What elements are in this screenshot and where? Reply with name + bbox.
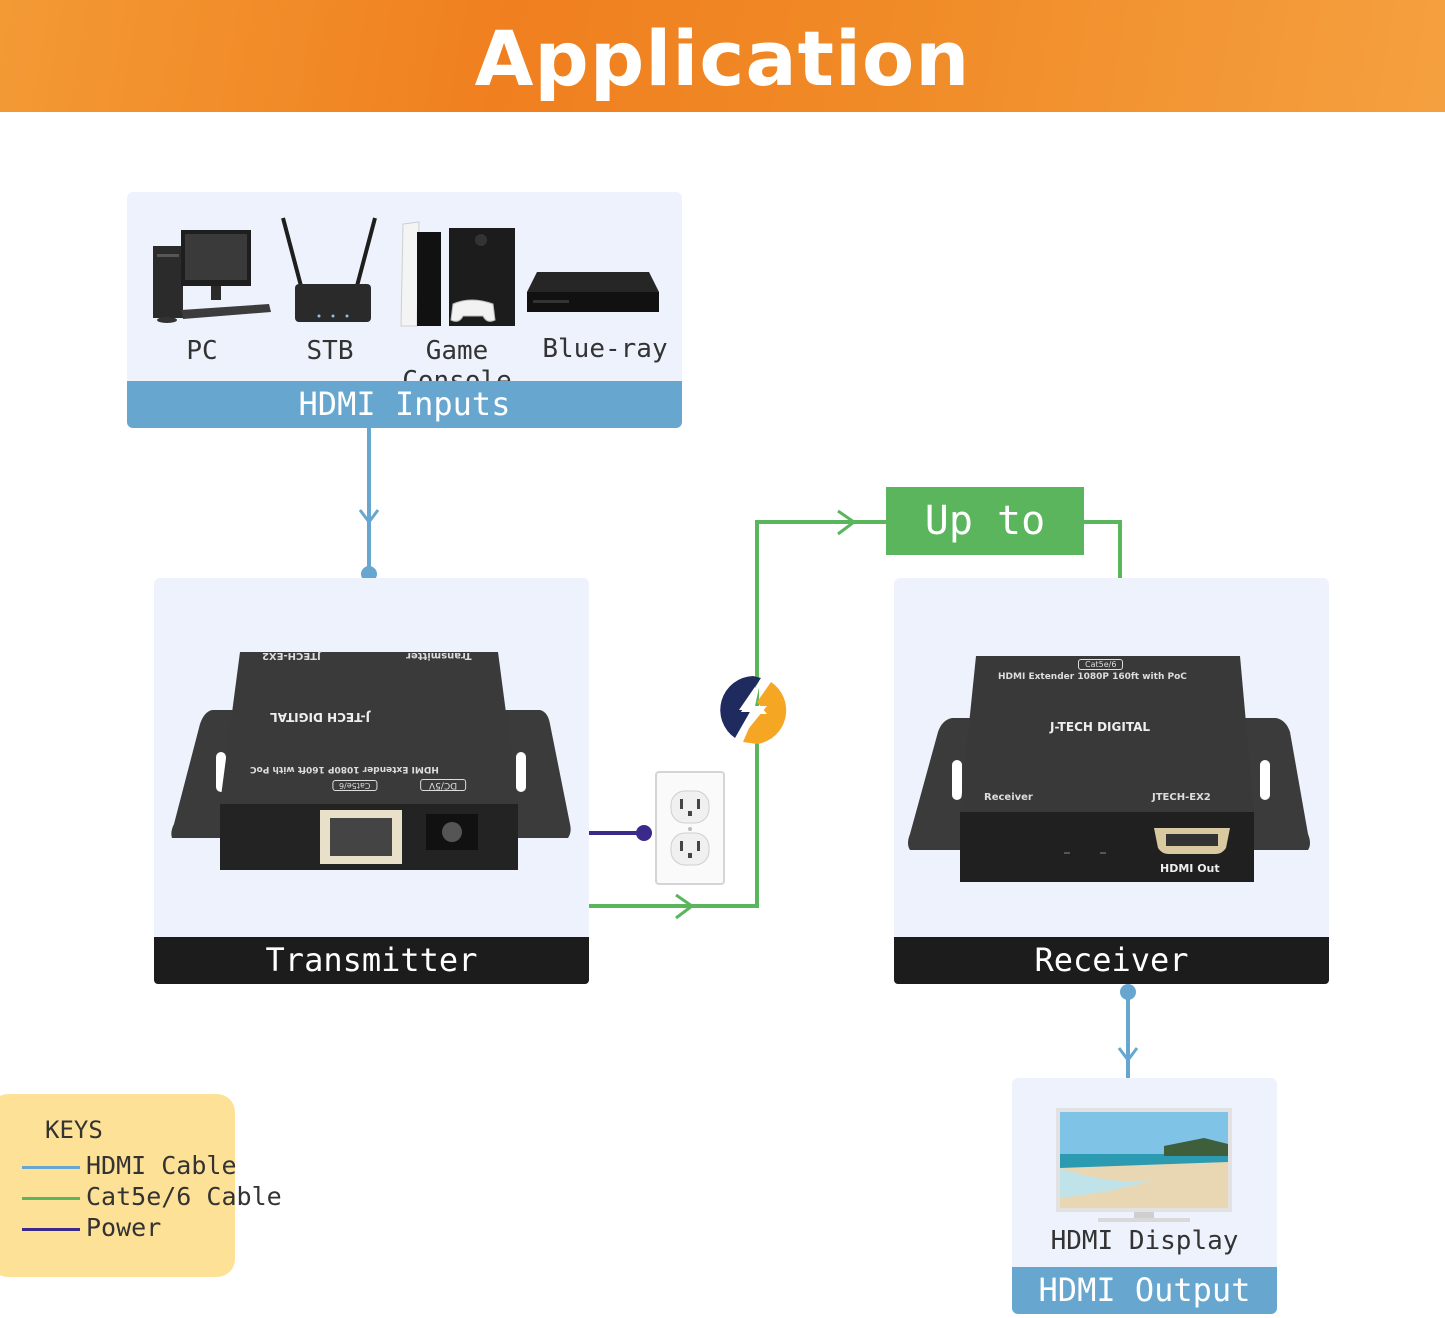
receiver-panel: Cat5e/6 HDMI Extender 1080P 160ft with P… <box>894 578 1329 984</box>
page-title: Application <box>474 14 971 103</box>
game-console-icon <box>400 221 515 327</box>
hdmi-input-arrow <box>358 509 380 525</box>
router-icon <box>281 217 377 322</box>
key-label-cat: Cat5e/6 Cable <box>86 1182 282 1211</box>
receiver-title: Receiver <box>894 937 1329 984</box>
key-line-cat <box>22 1197 80 1200</box>
key-label-power: Power <box>86 1213 162 1242</box>
distance-label: Up to 160ft <box>886 487 1084 612</box>
hdmi-inputs-panel: PC STB Game Console Blue-ray HDMI Inputs <box>127 192 682 428</box>
receiver-model-text: JTECH-EX2 <box>1152 792 1211 803</box>
hdmi-output-arrow <box>1117 1047 1139 1063</box>
header-banner: Application <box>0 0 1445 112</box>
hdmi-output-panel: HDMI Display HDMI Output <box>1012 1078 1277 1314</box>
device-label-blu-ray: Blue-ray <box>542 334 668 364</box>
key-line-hdmi <box>22 1166 80 1169</box>
transmitter-model-text: JTECH-EX2 <box>262 650 321 661</box>
receiver-brand-text: J-TECH DIGITAL <box>1050 720 1151 734</box>
tv-display-icon <box>1056 1108 1232 1222</box>
transmitter-title: Transmitter <box>154 937 589 984</box>
receiver-unit-text: Receiver <box>984 792 1033 803</box>
transmitter-device <box>171 652 571 870</box>
lightning-bolt-icon <box>720 676 787 744</box>
transmitter-brand-text: J-TECH DIGITAL <box>270 710 371 724</box>
receiver-cat-port-label: Cat5e/6 <box>1078 659 1124 670</box>
power-connector <box>636 825 652 841</box>
hdmi-output-connector <box>1120 984 1136 1000</box>
cat-cable-arrow-2 <box>837 509 857 536</box>
key-label-hdmi: HDMI Cable <box>86 1151 237 1180</box>
hdmi-display-label: HDMI Display <box>1050 1226 1239 1256</box>
keys-legend: KEYS HDMI Cable Cat5e/6 Cable Power <box>0 1094 282 1277</box>
device-label-stb: STB <box>306 336 354 366</box>
pc-icon <box>153 230 271 323</box>
key-line-power <box>22 1228 80 1231</box>
receiver-description-text: HDMI Extender 1080P 160ft with PoC <box>998 672 1187 682</box>
hdmi-output-title: HDMI Output <box>1012 1267 1277 1314</box>
bluray-player-icon <box>527 272 659 312</box>
receiver-hdmi-port-label: HDMI Out <box>1160 862 1220 875</box>
transmitter-panel: JTECH-EX2 Transmitter J-TECH DIGITAL HDM… <box>154 578 589 984</box>
wall-outlet-icon <box>655 771 725 885</box>
transmitter-unit-text: Transmitter <box>406 650 472 661</box>
hdmi-inputs-title: HDMI Inputs <box>127 381 682 428</box>
device-label-pc: PC <box>186 336 218 366</box>
transmitter-dc-port-label: DC/5V <box>420 779 467 791</box>
transmitter-description-text: HDMI Extender 1080P 160ft with PoC <box>250 764 439 774</box>
receiver-device <box>908 656 1310 882</box>
transmitter-cat-port-label: Cat5e/6 <box>332 780 378 791</box>
keys-title: KEYS <box>45 1116 103 1144</box>
cat-cable-arrow-1 <box>675 893 695 920</box>
